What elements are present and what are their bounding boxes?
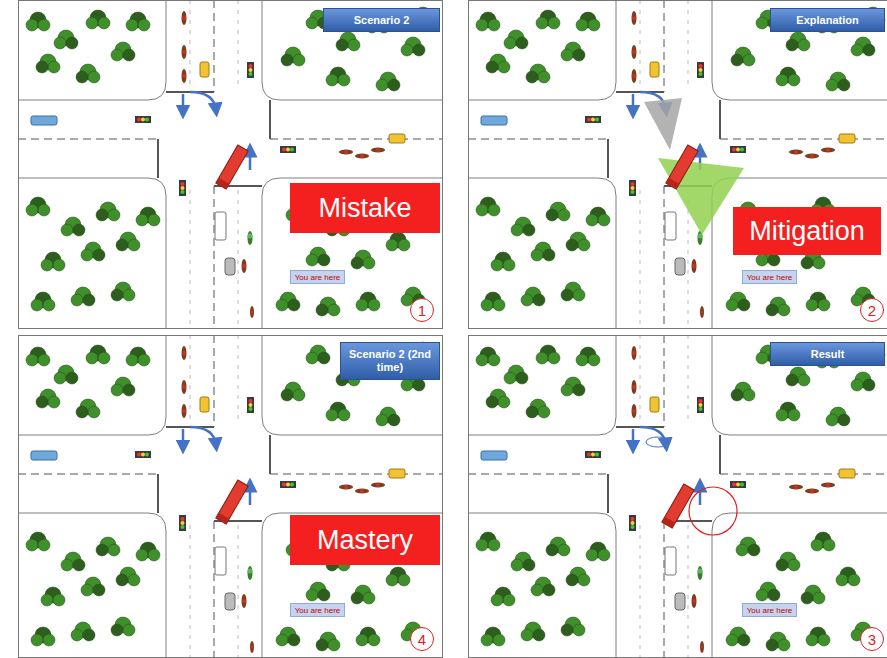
title-box: Result — [770, 342, 885, 366]
label-text: Scenario 2 (2nd time) — [345, 348, 435, 373]
title-box: Scenario 2 (2nd time) — [340, 342, 440, 380]
panel-scene — [468, 0, 887, 329]
callout-number: 3 — [868, 631, 876, 648]
label-text: You are here — [747, 273, 793, 282]
label-box: Mastery — [290, 515, 440, 565]
location-tag: You are here — [290, 603, 345, 617]
label-text: You are here — [295, 273, 341, 282]
callout-number: 4 — [418, 631, 426, 648]
label-text: Mistake — [318, 193, 411, 224]
panel-scene — [468, 335, 887, 658]
panel-number: 4 — [410, 627, 434, 651]
location-tag: You are here — [290, 270, 345, 284]
label-text: You are here — [295, 606, 341, 615]
label-text: Mitigation — [749, 216, 865, 247]
location-tag: You are here — [742, 270, 797, 284]
label-text: Result — [811, 348, 845, 361]
callout-number: 1 — [418, 302, 426, 319]
location-tag: You are here — [742, 603, 797, 617]
label-box: Mitigation — [733, 207, 881, 255]
label-text: Scenario 2 — [354, 14, 410, 27]
callout-number: 2 — [868, 302, 876, 319]
label-text: Mastery — [317, 525, 413, 556]
panel-scene — [18, 335, 443, 658]
title-box: Scenario 2 — [323, 8, 440, 32]
panel-number: 1 — [410, 298, 434, 322]
label-text: Explanation — [796, 14, 858, 27]
label-text: You are here — [747, 606, 793, 615]
panel-scene — [18, 0, 443, 329]
panel-number: 3 — [860, 627, 884, 651]
panel-number: 2 — [860, 298, 884, 322]
title-box: Explanation — [770, 8, 885, 32]
label-box: Mistake — [290, 183, 440, 233]
